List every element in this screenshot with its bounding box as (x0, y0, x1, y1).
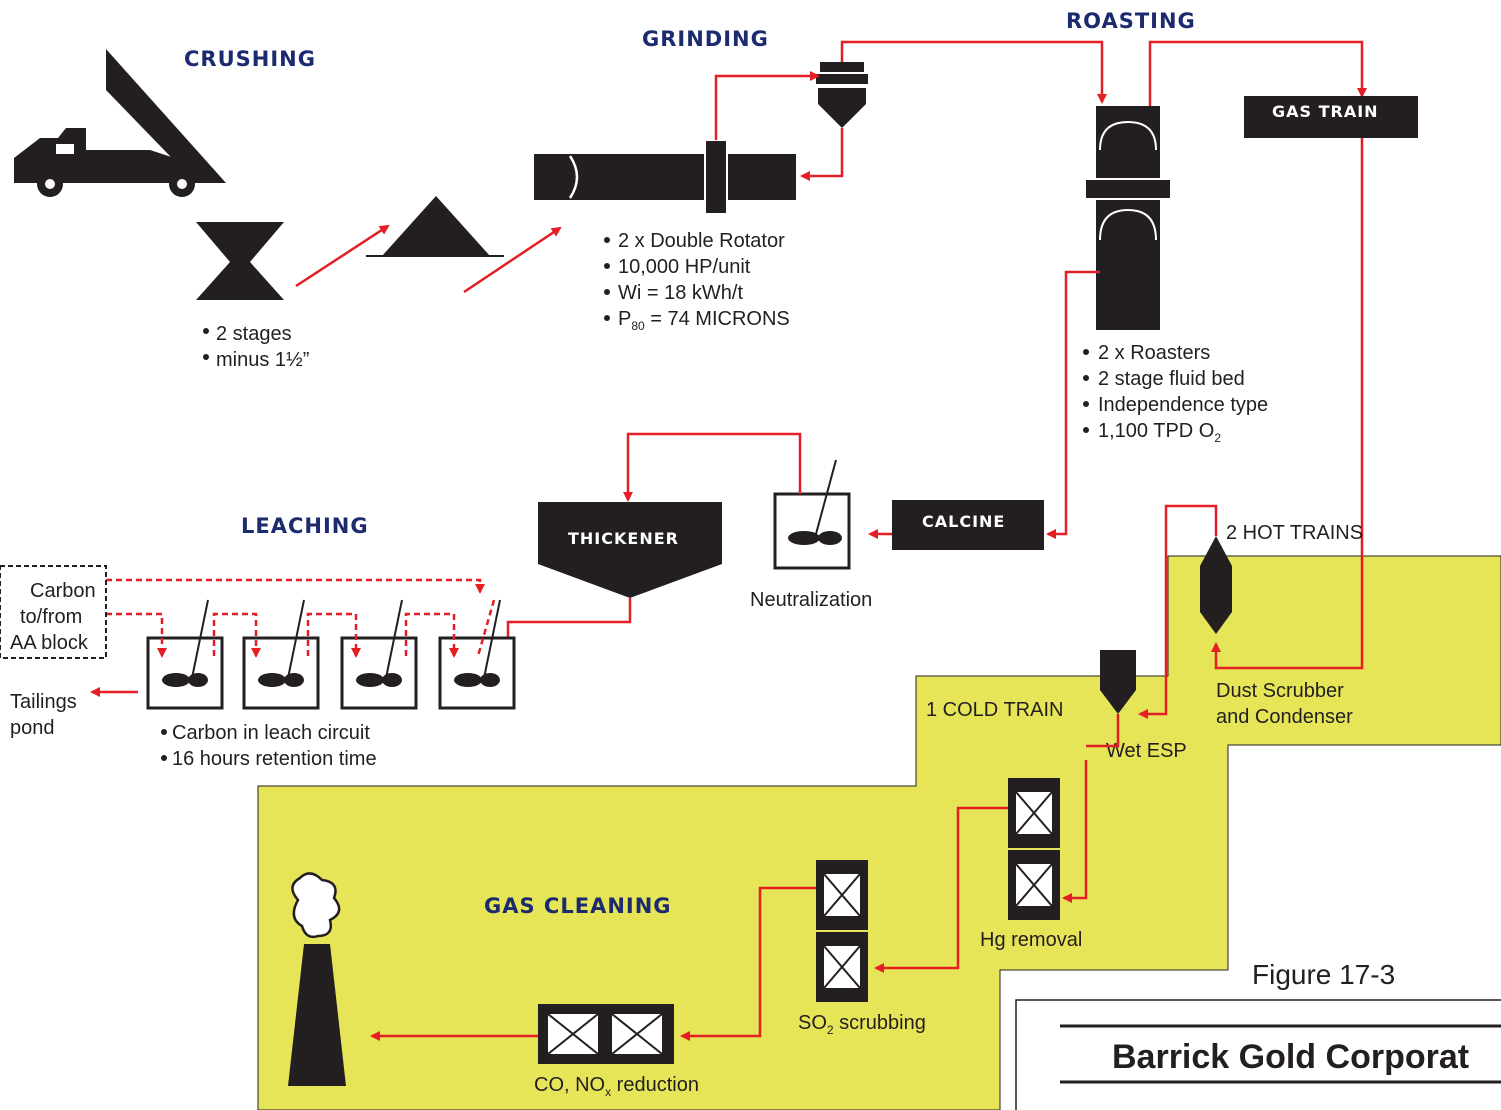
neutralization-label: Neutralization (750, 589, 872, 611)
conox-label: CO, NO (534, 1074, 605, 1096)
arrow-thickener-to-leach (503, 598, 632, 658)
roasting-notes: 2 x Roasters 2 stage fluid bed Independe… (1083, 342, 1268, 445)
gas-train-label: GAS TRAIN (1272, 102, 1379, 121)
grinding-mill-icon (534, 139, 796, 215)
wet-esp-label: Wet ESP (1106, 740, 1187, 762)
so2-label-rest: scrubbing (834, 1012, 926, 1034)
tailings-label-1: Tailings (10, 691, 77, 713)
company-name: Barrick Gold Corporat (1112, 1038, 1469, 1076)
note-wi: Wi = 18 kWh/t (618, 282, 743, 304)
conox-label-sub: x (605, 1085, 611, 1099)
note-retention: 16 hours retention time (172, 748, 377, 770)
wet-esp-icon (1100, 650, 1136, 714)
thickener-icon (538, 502, 722, 598)
svg-text:CO, NOx reduction: CO, NOx reduction (534, 1074, 699, 1099)
stack-icon (288, 872, 346, 1086)
leach-tank-1 (146, 599, 224, 710)
note-tpd-sub: 2 (1214, 431, 1221, 445)
grinding-notes: 2 x Double Rotator 10,000 HP/unit Wi = 1… (604, 230, 790, 333)
note-p80-value: = 74 MICRONS (645, 308, 790, 330)
neutralization-tank-icon (773, 459, 851, 570)
svg-text:1,100 TPD O2: 1,100 TPD O2 (1098, 420, 1221, 445)
note-fluid-bed: 2 stage fluid bed (1098, 368, 1245, 390)
carbon-transfer-lines (106, 578, 496, 658)
note-roasters: 2 x Roasters (1098, 342, 1210, 364)
arrow-roaster-to-calcine (1046, 270, 1100, 539)
gas-cleaning-region (257, 555, 1501, 1110)
thickener-label: THICKENER (568, 529, 679, 548)
roaster-icon (1086, 106, 1170, 330)
heading-gas-cleaning: GAS CLEANING (484, 894, 672, 918)
note-tpd: 1,100 TPD O (1098, 420, 1214, 442)
title-block: Barrick Gold Corporat (1015, 999, 1501, 1110)
hot-trains-label: 2 HOT TRAINS (1226, 522, 1363, 544)
gas-train-box (1244, 96, 1418, 138)
arrow-scrubber-to-esp (1138, 504, 1218, 719)
note-minus-size: minus 1½” (216, 349, 309, 371)
dust-scrubber-label-1: Dust Scrubber (1216, 680, 1344, 702)
arrow-esp-to-hg (1062, 760, 1088, 903)
note-double-rotator: 2 x Double Rotator (618, 230, 785, 252)
arrow-hg-to-so2 (874, 806, 1008, 973)
svg-text:P80 = 74 MICRONS: P80 = 74 MICRONS (618, 308, 790, 333)
cold-train-label: 1 COLD TRAIN (926, 699, 1063, 721)
conox-label-rest: reduction (611, 1074, 699, 1096)
arrow-stockpile-to-mill (463, 226, 562, 294)
co-nox-reactor-icon (538, 1004, 674, 1064)
heading-roasting: ROASTING (1066, 9, 1196, 33)
dust-scrubber-icon (1200, 536, 1232, 634)
heading-grinding: GRINDING (642, 27, 769, 51)
so2-label-sub: 2 (827, 1023, 834, 1037)
hg-removal-label: Hg removal (980, 929, 1082, 951)
tailings-label-2: pond (10, 717, 55, 739)
arrow-cyclone-to-roaster (840, 40, 1107, 104)
calcine-label: CALCINE (922, 512, 1005, 531)
heading-crushing: CRUSHING (184, 47, 316, 71)
so2-label: SO (798, 1012, 827, 1034)
calcine-box (892, 500, 1044, 550)
carbon-aa-block-box (0, 565, 107, 659)
note-2-stages: 2 stages (216, 323, 292, 345)
carbon-label-1: Carbon (30, 580, 96, 602)
crusher-icon (196, 222, 284, 300)
note-independence: Independence type (1098, 394, 1268, 416)
arrow-roaster-to-gas-train (1148, 40, 1367, 106)
arrow-crusher-to-stockpile (295, 224, 390, 288)
leaching-notes: Carbon in leach circuit 16 hours retenti… (161, 722, 377, 770)
leach-tank-4 (438, 599, 516, 710)
stockpile-icon (366, 196, 504, 257)
carbon-label-3: AA block (10, 632, 89, 654)
note-p80-p: P (618, 308, 631, 330)
crushing-notes: 2 stages minus 1½” (203, 323, 309, 371)
note-p80-sub: 80 (631, 319, 645, 333)
arrow-gas-train-to-scrubber (1211, 138, 1364, 670)
heading-leaching: LEACHING (241, 514, 369, 538)
arrow-so2-to-conox (680, 886, 816, 1041)
so2-scrubber-icon (816, 860, 868, 1002)
dust-scrubber-label-2: and Condenser (1216, 706, 1353, 728)
arrow-mill-to-cyclone (714, 71, 820, 140)
cyclone-icon (816, 62, 868, 128)
figure-label: Figure 17-3 (1252, 959, 1395, 990)
arrow-cyclone-to-mill (800, 128, 844, 181)
svg-text:SO2 scrubbing: SO2 scrubbing (798, 1012, 926, 1037)
note-hp: 10,000 HP/unit (618, 256, 751, 278)
haul-truck-icon (14, 49, 226, 197)
note-cil: Carbon in leach circuit (172, 722, 370, 744)
carbon-label-2: to/from (20, 606, 82, 628)
line-esp-out (1086, 714, 1120, 748)
arrow-neutralization-to-thickener (623, 432, 802, 502)
hg-removal-icon (1008, 778, 1060, 920)
